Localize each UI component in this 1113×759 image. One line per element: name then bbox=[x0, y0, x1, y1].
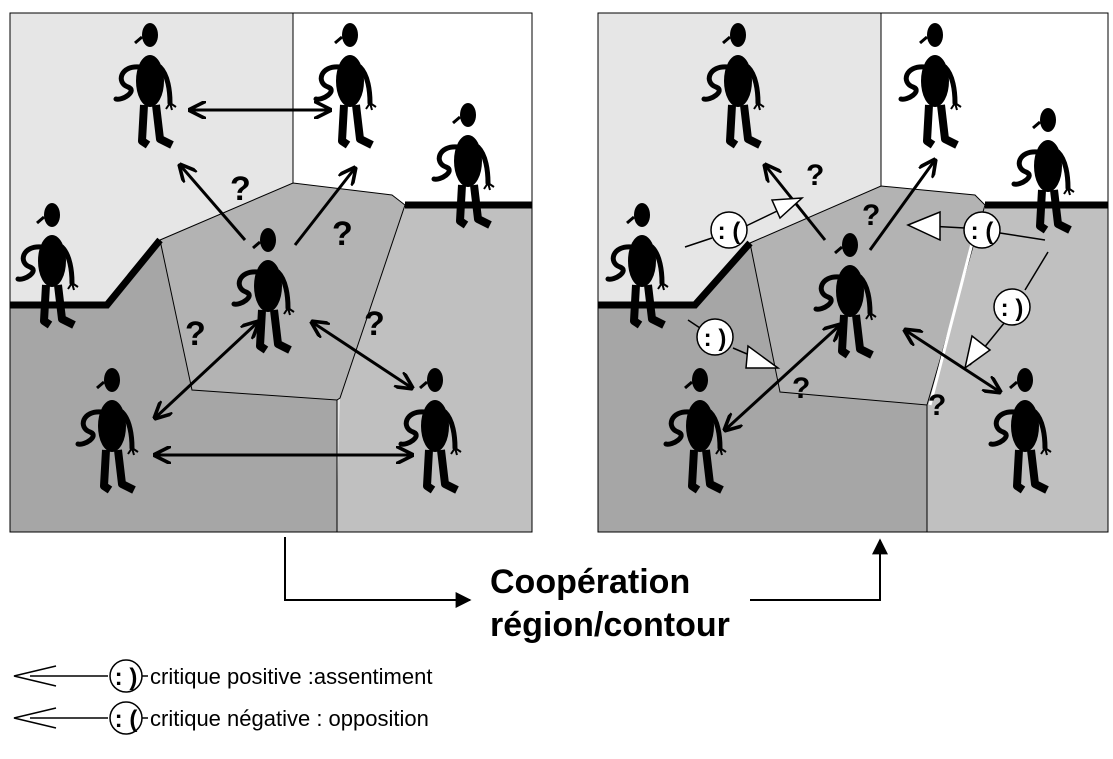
arrow bbox=[725, 325, 840, 430]
legend-positive-symbol: : ) bbox=[13, 659, 148, 693]
critique-arrowhead bbox=[963, 334, 992, 370]
critique-arrowhead bbox=[906, 210, 941, 242]
arrow bbox=[180, 165, 247, 241]
flow-arrow-in bbox=[284, 537, 472, 608]
title-line-2: région/contour bbox=[490, 606, 730, 644]
arrow bbox=[868, 160, 935, 251]
question-mark: ? bbox=[230, 170, 251, 208]
question-mark: ? bbox=[862, 199, 880, 232]
question-mark: ? bbox=[806, 159, 824, 192]
critique-arrowhead bbox=[770, 197, 805, 220]
legend-negative-symbol: : ( bbox=[13, 701, 148, 735]
arrow bbox=[905, 330, 1000, 392]
critique-positive-face: : ) bbox=[993, 288, 1031, 326]
right-region-right bbox=[927, 205, 1108, 532]
title-line-1: Coopération bbox=[490, 563, 691, 601]
right-contour-line bbox=[598, 240, 753, 309]
legend-positive-text: critique positive :assentiment bbox=[150, 664, 433, 689]
left-panel-border bbox=[9, 12, 533, 533]
question-mark: ? bbox=[332, 215, 353, 253]
flow-arrow-out bbox=[750, 538, 888, 601]
right-panel: : ( : ( : ) : ) ? ? ? ? bbox=[597, 12, 1109, 533]
critique-arrowhead bbox=[745, 344, 781, 369]
svg-text:: ): : ) bbox=[704, 325, 727, 352]
right-panel-border bbox=[597, 12, 1109, 533]
critique-negative-face: : ( bbox=[710, 211, 748, 249]
svg-text:: (: : ( bbox=[718, 218, 741, 245]
svg-text:: ): : ) bbox=[115, 664, 138, 691]
question-mark: ? bbox=[364, 305, 385, 343]
left-panel: ? ? ? ? bbox=[9, 12, 533, 533]
arrow bbox=[155, 322, 258, 418]
critique-positive-face: : ) bbox=[696, 318, 734, 356]
critique-negative-face: : ( bbox=[963, 211, 1001, 249]
question-mark: ? bbox=[928, 389, 946, 422]
svg-text:: (: : ( bbox=[115, 706, 138, 733]
right-region-white bbox=[881, 13, 1108, 205]
arrow bbox=[312, 322, 412, 388]
svg-text:: (: : ( bbox=[971, 218, 994, 245]
svg-text:: ): : ) bbox=[1001, 295, 1024, 322]
legend-negative-text: critique négative : opposition bbox=[150, 706, 429, 731]
question-mark: ? bbox=[185, 315, 206, 353]
question-mark: ? bbox=[792, 372, 810, 405]
arrow bbox=[293, 168, 355, 246]
